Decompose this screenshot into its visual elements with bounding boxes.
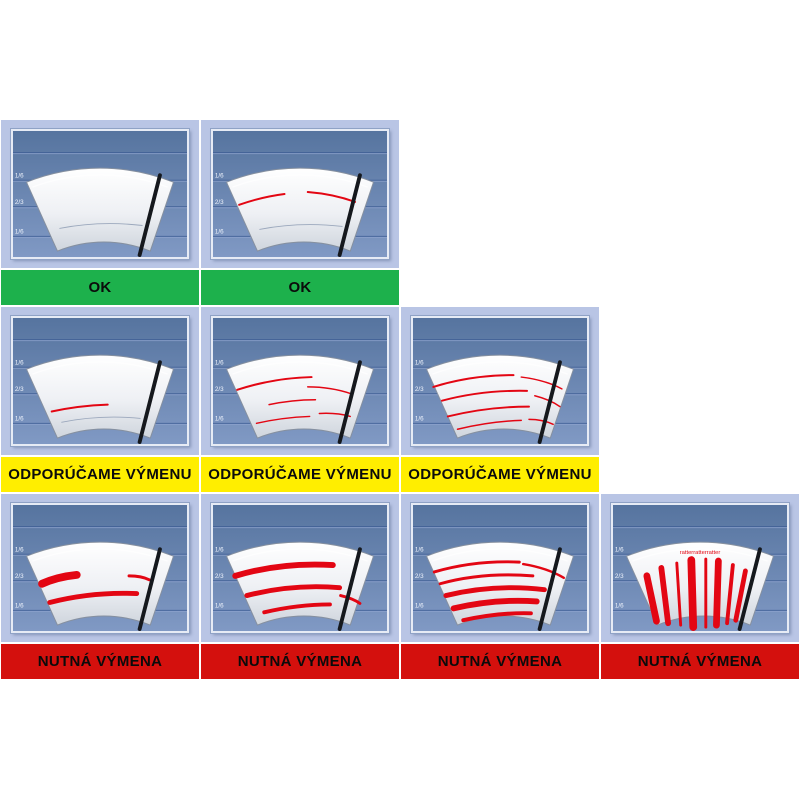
windshield-graphic-clean xyxy=(13,131,187,257)
cell-recommend-2: ODPORÚČAME VÝMENU xyxy=(201,307,399,492)
streak-marks: ratterratterratter xyxy=(643,550,748,631)
status-label-must: NUTNÁ VÝMENA xyxy=(401,642,599,679)
windshield-graphic-single-streak xyxy=(13,318,187,444)
windshield-panel xyxy=(410,502,590,634)
streak-marks xyxy=(59,223,143,229)
windshield-panel xyxy=(10,502,190,634)
windshield-panel xyxy=(210,315,390,447)
streak-marks xyxy=(238,191,357,230)
windshield-panel xyxy=(210,128,390,260)
row-recommend: ODPORÚČAME VÝMENU xyxy=(1,307,799,492)
status-label-recommend: ODPORÚČAME VÝMENU xyxy=(401,455,599,492)
windshield-graphic-chatter: ratterratterratter xyxy=(613,505,787,631)
cell-must-3: NUTNÁ VÝMENA xyxy=(401,494,599,679)
streak-marks xyxy=(50,403,141,423)
cell-recommend-3: ODPORÚČAME VÝMENU xyxy=(401,307,599,492)
chatter-text: ratterratterratter xyxy=(680,550,721,556)
cell-ok-1: OK xyxy=(1,120,199,305)
status-label-must: NUTNÁ VÝMENA xyxy=(1,642,199,679)
windshield-panel xyxy=(410,315,590,447)
windshield-panel xyxy=(10,315,190,447)
windshield-graphic-many-streaks xyxy=(413,318,587,444)
cell-must-2: NUTNÁ VÝMENA xyxy=(201,494,399,679)
streak-marks xyxy=(432,560,566,623)
row-ok: OK OK xyxy=(1,120,799,305)
windshield-panel xyxy=(10,128,190,260)
row-must-replace: NUTNÁ VÝMENA xyxy=(1,494,799,679)
streak-marks xyxy=(432,374,563,430)
status-label-must: NUTNÁ VÝMENA xyxy=(601,642,799,679)
status-label-must: NUTNÁ VÝMENA xyxy=(201,642,399,679)
cell-recommend-1: ODPORÚČAME VÝMENU xyxy=(1,307,199,492)
windshield-panel: ratterratterratter xyxy=(610,502,790,634)
chart-grid: OK OK xyxy=(1,120,799,681)
cell-must-4: ratterratterratter NUTNÁ VÝMENA xyxy=(601,494,799,679)
streak-marks xyxy=(232,561,362,615)
status-label-ok: OK xyxy=(201,268,399,305)
windshield-graphic-multi-smears xyxy=(213,505,387,631)
cell-ok-2: OK xyxy=(201,120,399,305)
streak-marks xyxy=(38,570,151,605)
windshield-graphic-heavy-smearing xyxy=(413,505,587,631)
streak-marks xyxy=(236,376,352,425)
windshield-panel xyxy=(210,502,390,634)
cell-must-1: NUTNÁ VÝMENA xyxy=(1,494,199,679)
status-label-ok: OK xyxy=(1,268,199,305)
windshield-graphic-light-edges xyxy=(213,131,387,257)
status-label-recommend: ODPORÚČAME VÝMENU xyxy=(1,455,199,492)
windshield-graphic-thick-smears xyxy=(13,505,187,631)
status-label-recommend: ODPORÚČAME VÝMENU xyxy=(201,455,399,492)
windshield-graphic-several-streaks xyxy=(213,318,387,444)
